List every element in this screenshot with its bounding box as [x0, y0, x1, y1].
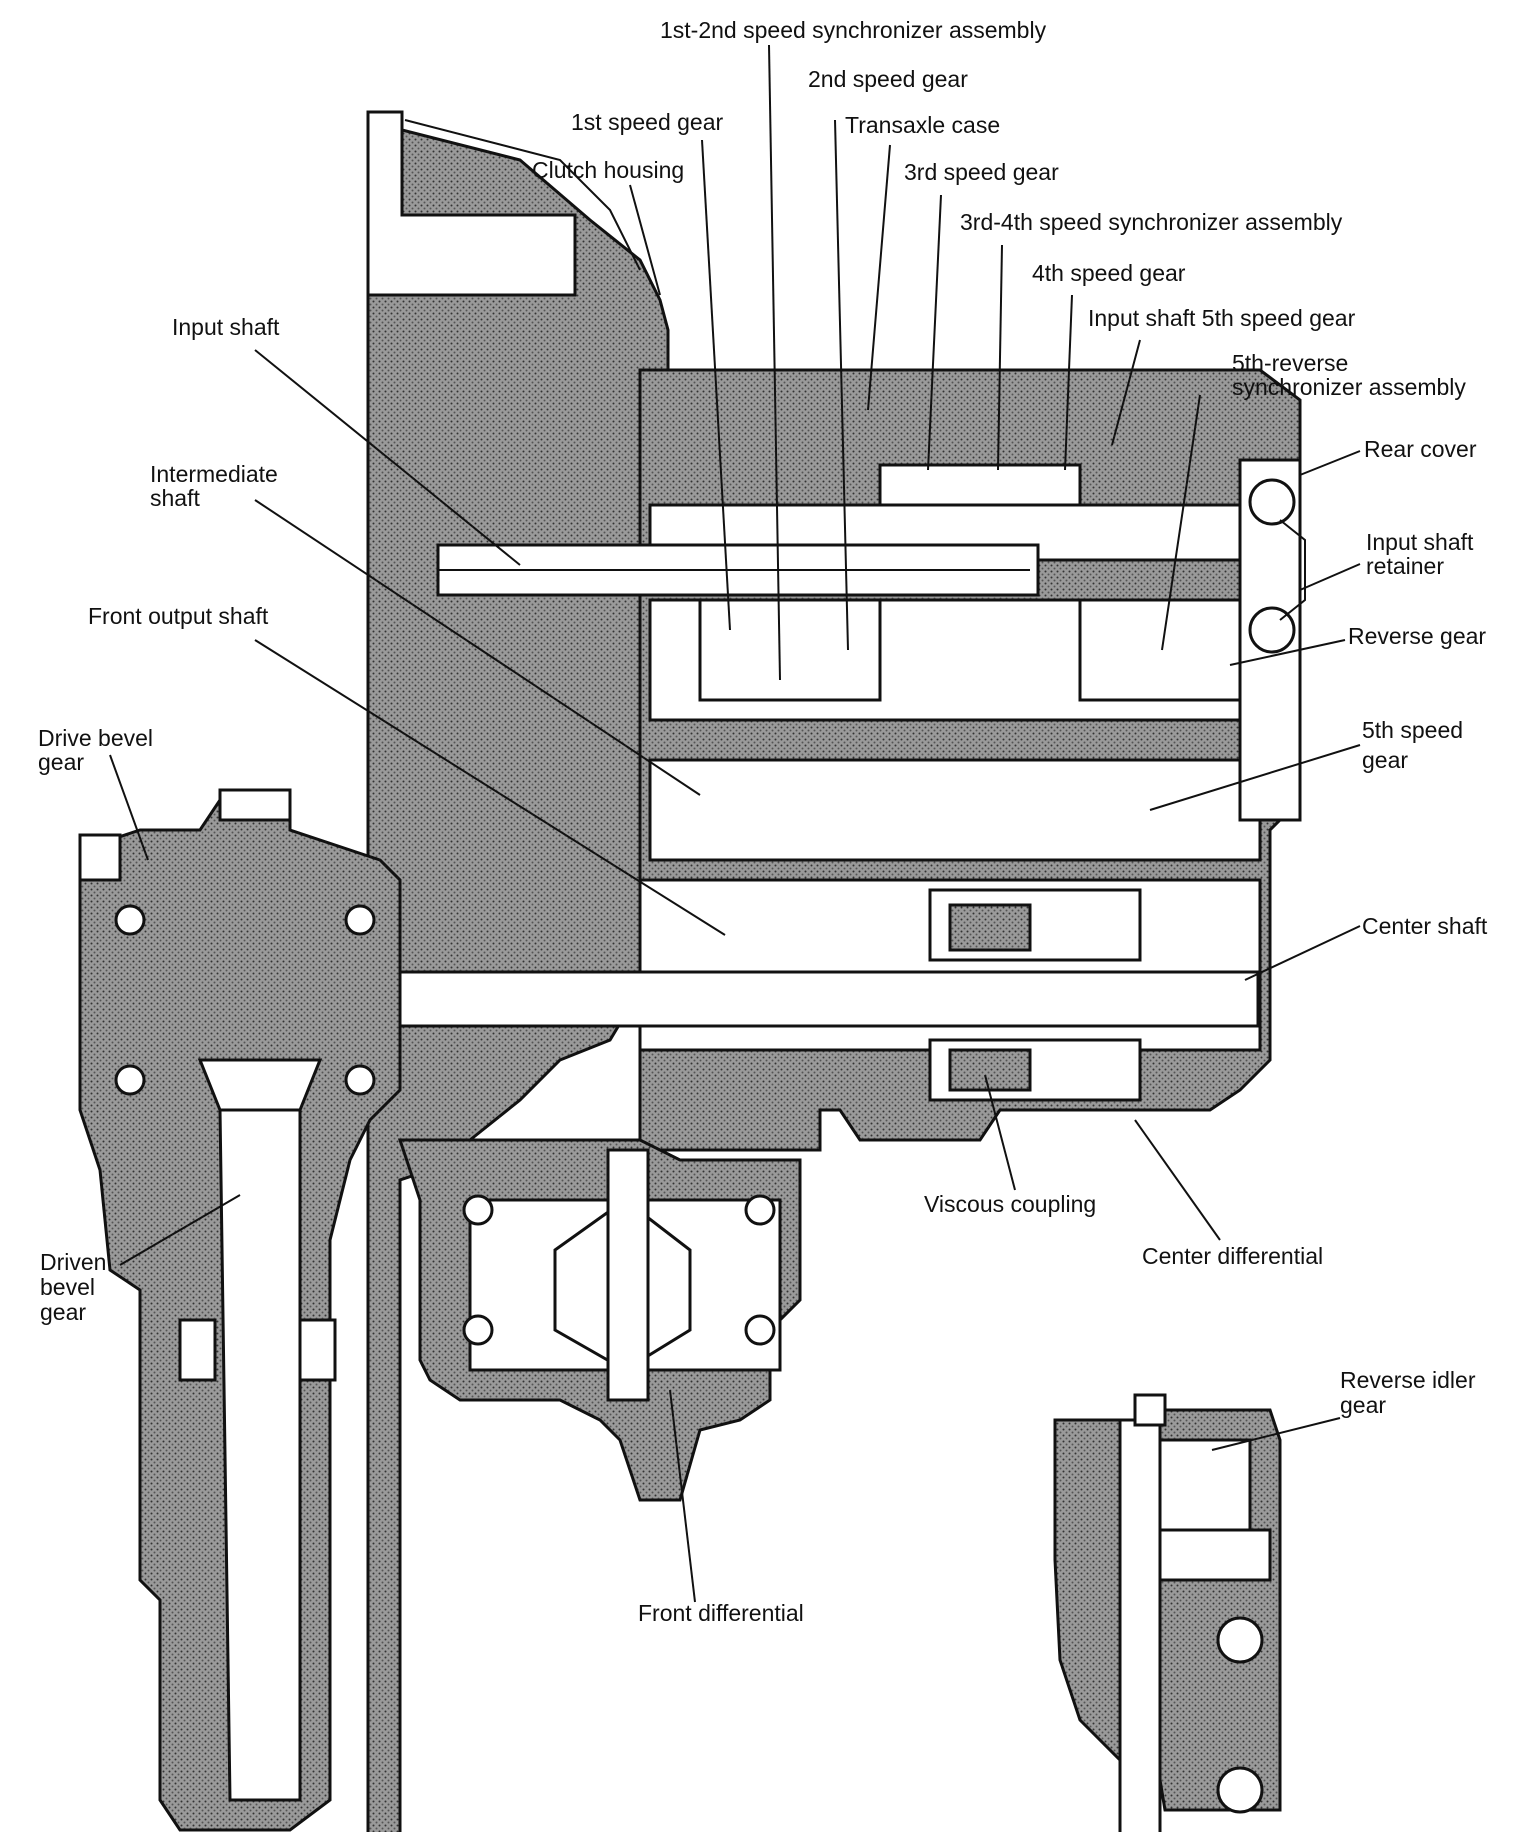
label-driven-bevel-gear-line2: bevel — [40, 1274, 95, 1300]
label-sync-5th-reverse-line2: synchronizer assembly — [1232, 374, 1466, 400]
label-center-differential: Center differential — [1142, 1243, 1324, 1269]
label-front-differential: Front differential — [638, 1600, 804, 1626]
label-sync-5th-reverse-line1: 5th-reverse — [1232, 350, 1349, 376]
label-reverse-idler-gear-line2: gear — [1340, 1392, 1387, 1418]
label-reverse-gear: Reverse gear — [1348, 623, 1487, 649]
label-transaxle-case: Transaxle case — [845, 112, 1001, 138]
label-reverse-idler-gear-line1: Reverse idler — [1340, 1367, 1476, 1393]
label-intermediate-shaft-line2: shaft — [150, 485, 200, 511]
label-front-output-shaft: Front output shaft — [88, 603, 269, 629]
label-1st-speed-gear: 1st speed gear — [571, 109, 724, 135]
label-input-shaft-5th-gear: Input shaft 5th speed gear — [1088, 305, 1356, 331]
reverse-idler-inset-shape — [1053, 1393, 1282, 1832]
label-driven-bevel-gear-line1: Driven — [40, 1249, 107, 1275]
label-input-shaft-retainer-line1: Input shaft — [1366, 529, 1474, 555]
label-rear-cover: Rear cover — [1364, 436, 1477, 462]
label-input-shaft: Input shaft — [172, 314, 280, 340]
label-sync-3rd-4th: 3rd-4th speed synchronizer assembly — [960, 209, 1343, 235]
label-center-shaft: Center shaft — [1362, 913, 1488, 939]
label-intermediate-shaft-line1: Intermediate — [150, 461, 278, 487]
label-clutch-housing: Clutch housing — [532, 157, 685, 183]
label-3rd-speed-gear: 3rd speed gear — [904, 159, 1059, 185]
leader-lines — [109, 44, 1361, 1603]
input-shaft-shape — [436, 543, 1040, 597]
label-4th-speed-gear: 4th speed gear — [1032, 260, 1186, 286]
front-differential-shape — [397, 1138, 802, 1502]
label-5th-speed-gear-line2: gear — [1362, 747, 1409, 773]
label-input-shaft-retainer-line2: retainer — [1366, 553, 1444, 579]
bevel-housing-shape — [78, 788, 402, 1832]
label-driven-bevel-gear-line3: gear — [40, 1299, 87, 1325]
rear-cover-shape — [1238, 458, 1306, 822]
transaxle-case-shape — [638, 368, 1302, 1152]
label-drive-bevel-gear-line1: Drive bevel — [38, 725, 154, 751]
label-2nd-speed-gear: 2nd speed gear — [808, 66, 968, 92]
label-drive-bevel-gear-line2: gear — [38, 749, 85, 775]
label-viscous-coupling: Viscous coupling — [924, 1191, 1097, 1217]
label-sync-1st-2nd: 1st-2nd speed synchronizer assembly — [660, 17, 1047, 43]
label-5th-speed-gear-line1: 5th speed — [1362, 717, 1464, 743]
